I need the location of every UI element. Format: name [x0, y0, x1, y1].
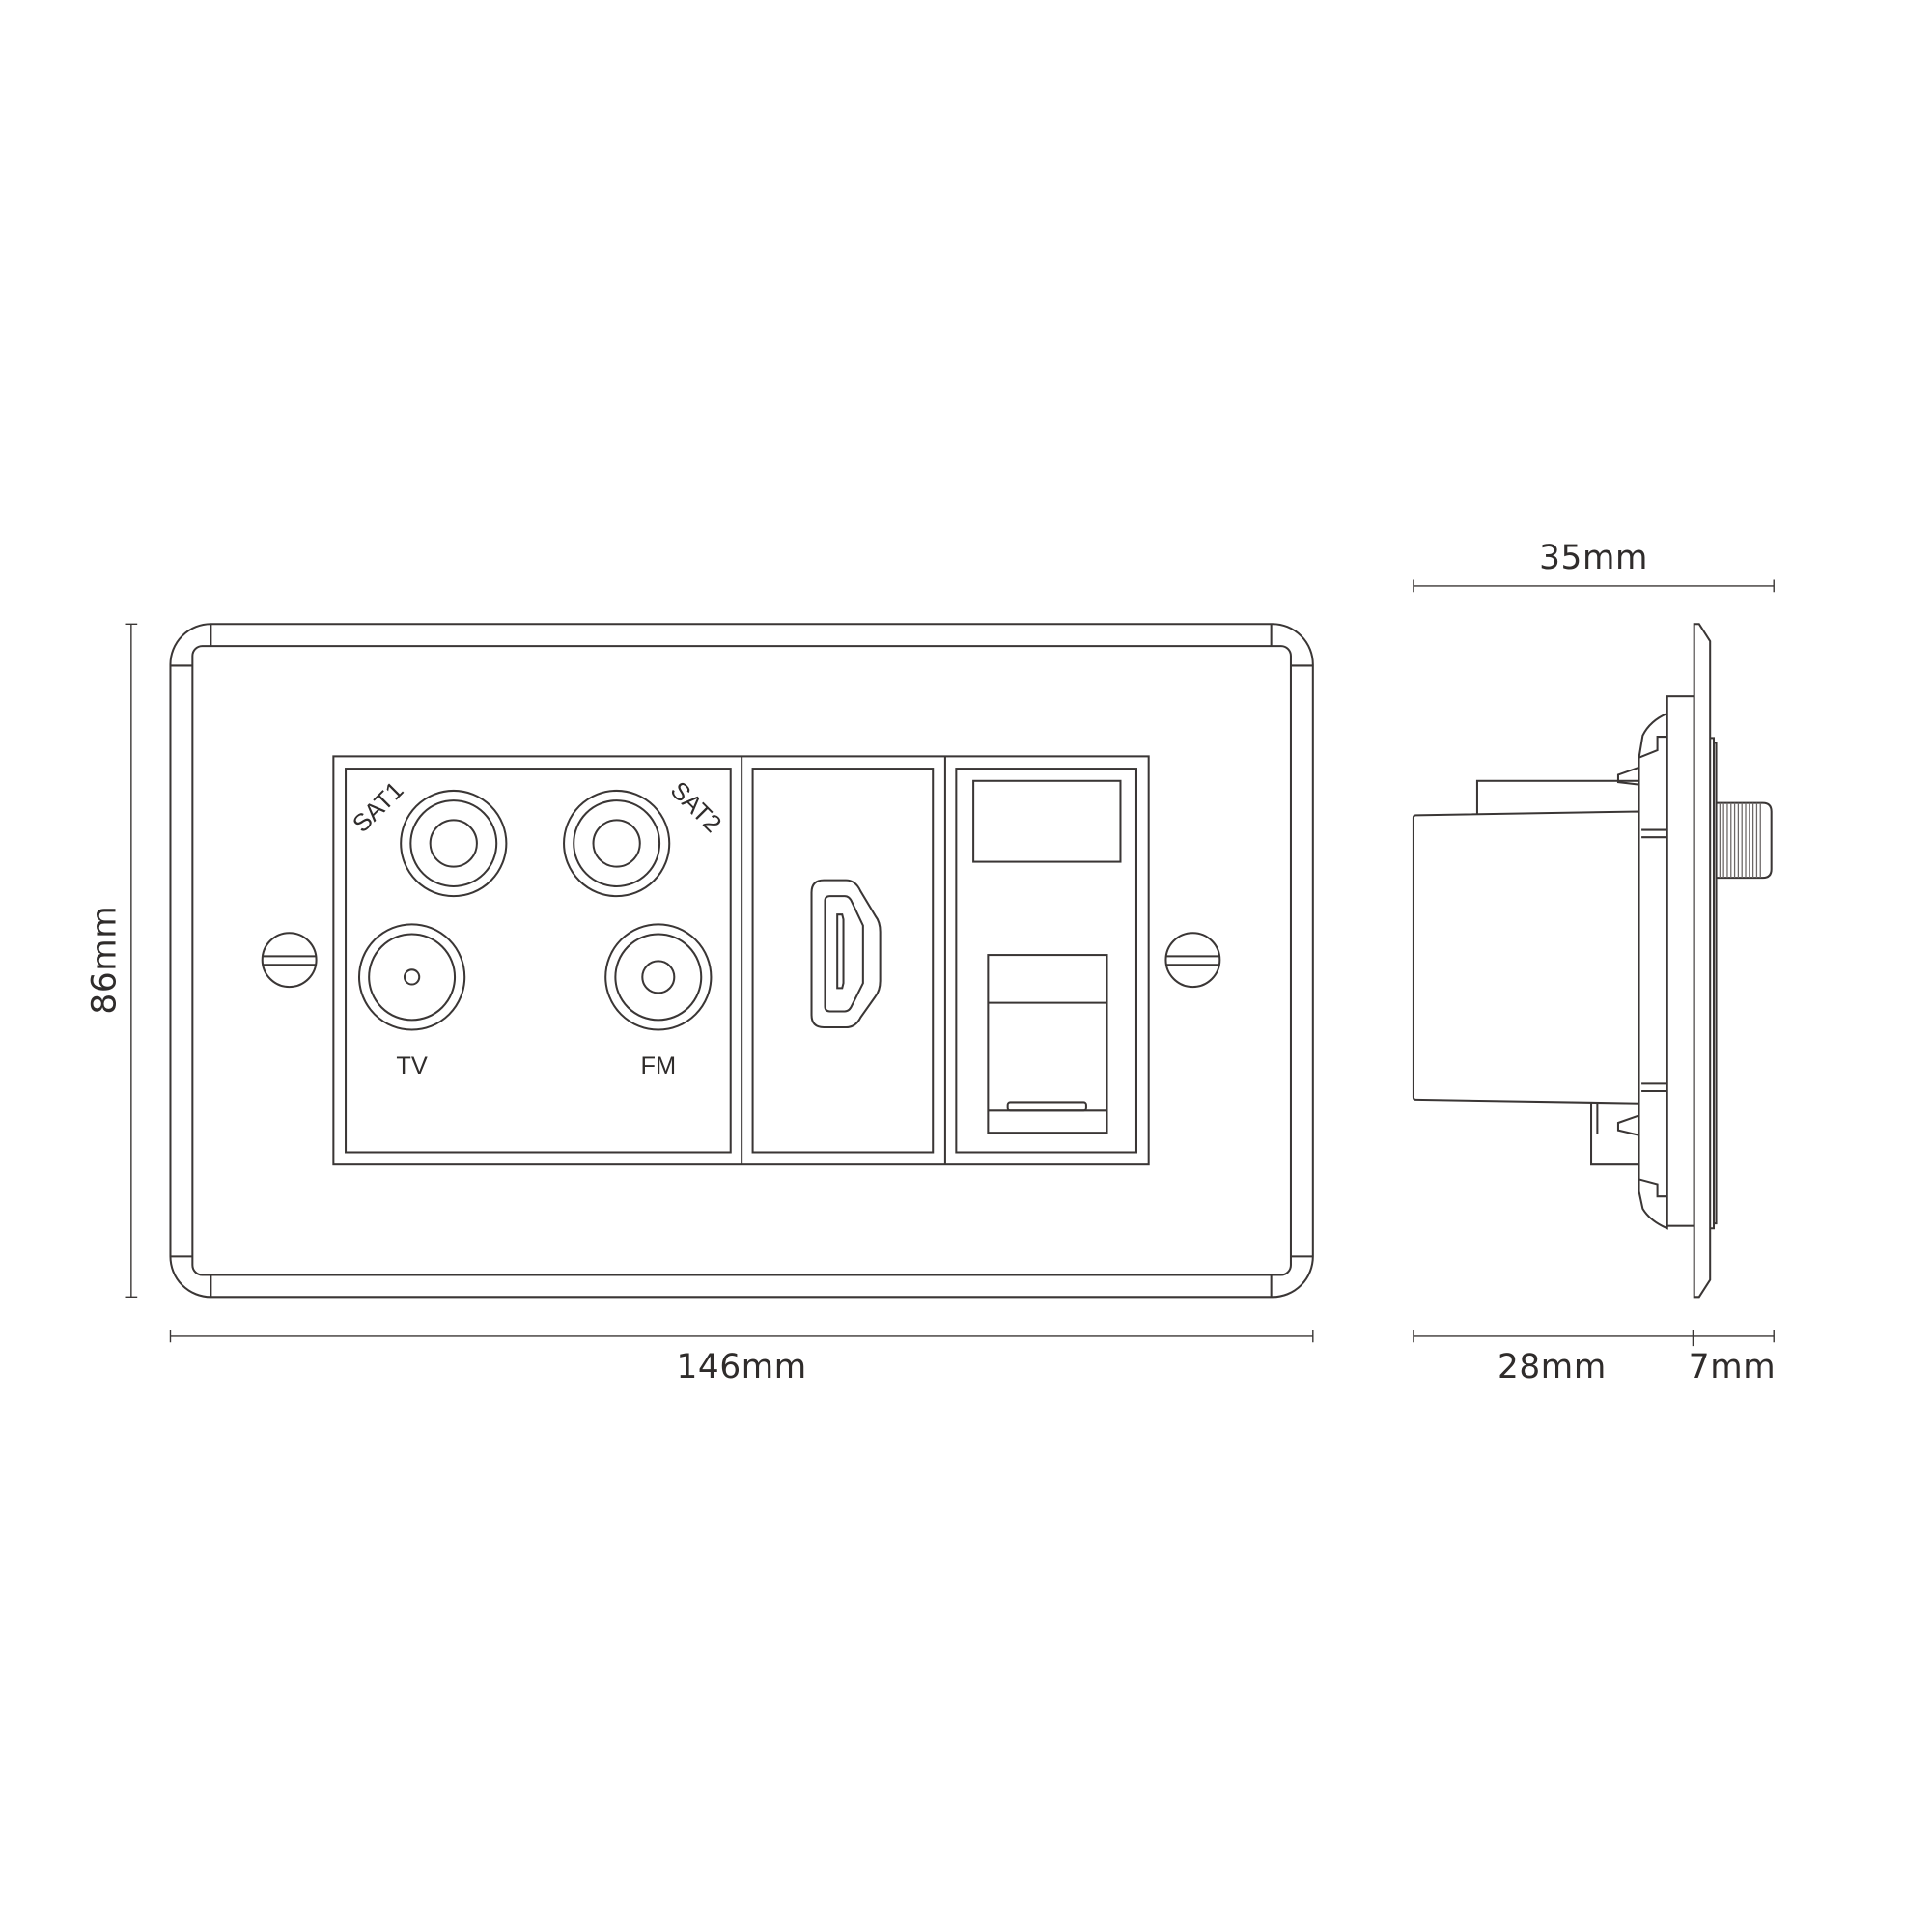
width-dimension-label: 146mm — [676, 1348, 806, 1386]
back-box-upper-tab — [1475, 779, 1640, 817]
hdmi-module — [751, 768, 935, 1154]
height-dimension: 86mm — [85, 623, 138, 1299]
hdmi-port-icon — [810, 879, 882, 1028]
clip-lower-icon — [1616, 1114, 1667, 1198]
clip-upper-icon — [1616, 736, 1667, 786]
sat2-socket-icon — [563, 789, 671, 898]
tv-label: TV — [396, 1052, 428, 1079]
satellite-tv-fm-module: SAT1 SAT2 TV FM — [345, 768, 732, 1154]
fm-socket-icon — [604, 923, 713, 1031]
left-screw-icon — [261, 932, 318, 989]
total-depth-dimension-label: 35mm — [1539, 539, 1648, 577]
width-dimension: 146mm — [169, 1330, 1314, 1386]
front-view: SAT1 SAT2 TV FM — [169, 623, 1314, 1299]
fm-label: FM — [640, 1052, 676, 1079]
sat2-label: SAT2 — [665, 776, 726, 837]
tv-socket-icon — [357, 923, 466, 1031]
face-plate — [169, 623, 1314, 1299]
grid-frame — [1666, 695, 1695, 1227]
front-depth-dimension-label: 7mm — [1689, 1348, 1776, 1386]
mounting-bracket — [1638, 712, 1668, 1230]
side-face-plate — [1693, 623, 1712, 1299]
side-view — [1412, 623, 1773, 1299]
label-window — [972, 779, 1122, 863]
rj45-data-module — [955, 768, 1137, 1154]
depth-split-dimension: 28mm 7mm — [1413, 1330, 1776, 1386]
f-connector-icon — [1715, 801, 1773, 880]
module-frame — [332, 755, 1150, 1166]
back-box — [1412, 810, 1640, 1105]
right-screw-icon — [1164, 932, 1221, 989]
rj45-port-icon — [987, 954, 1108, 1134]
sat1-label: SAT1 — [348, 776, 408, 837]
total-depth-dimension: 35mm — [1413, 539, 1775, 593]
sat1-socket-icon — [400, 789, 508, 898]
height-dimension-label: 86mm — [85, 906, 124, 1015]
back-depth-dimension-label: 28mm — [1498, 1348, 1607, 1386]
